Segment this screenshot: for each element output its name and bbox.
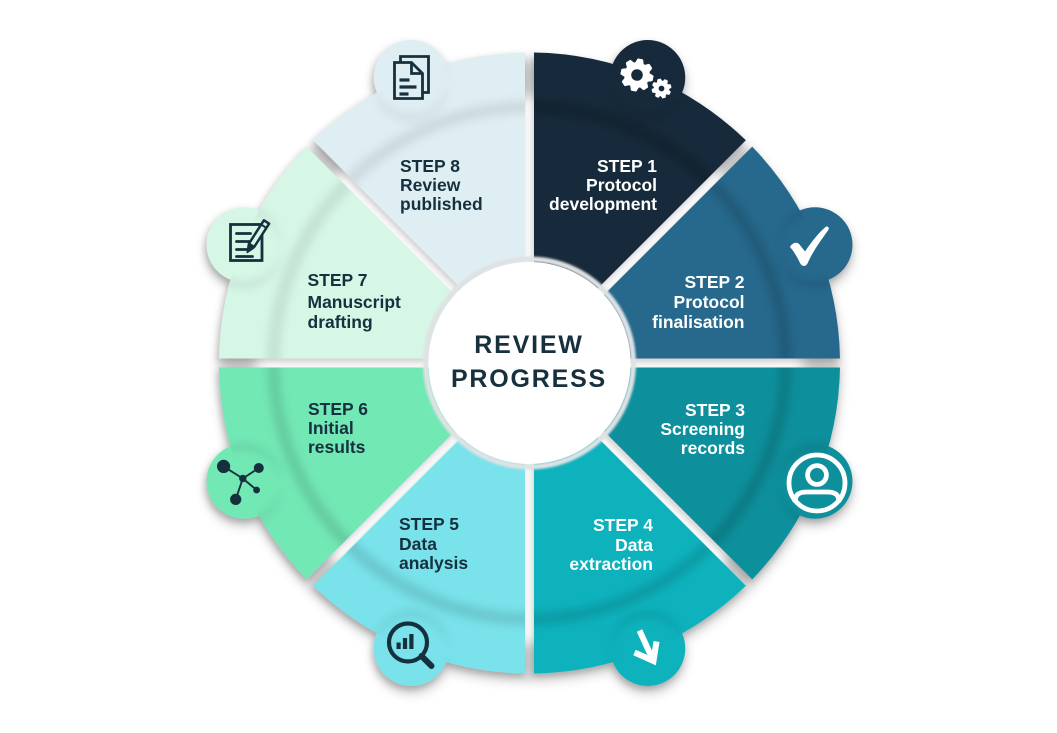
svg-text:records: records [681,438,745,458]
svg-text:REVIEW: REVIEW [474,331,583,359]
svg-text:STEP 1: STEP 1 [597,156,657,176]
svg-text:extraction: extraction [569,554,653,574]
svg-text:STEP 6: STEP 6 [308,399,368,419]
svg-text:STEP 2: STEP 2 [685,272,745,292]
svg-text:STEP 7: STEP 7 [308,270,368,290]
svg-text:STEP 8: STEP 8 [400,156,460,176]
svg-text:development: development [549,194,657,214]
svg-text:PROGRESS: PROGRESS [451,365,607,393]
svg-text:results: results [308,437,366,457]
svg-text:published: published [400,194,483,214]
svg-text:Protocol: Protocol [586,175,657,195]
svg-text:STEP 3: STEP 3 [685,400,745,420]
svg-text:STEP 5: STEP 5 [399,514,459,534]
svg-text:finalisation: finalisation [652,312,744,332]
svg-text:drafting: drafting [308,312,373,332]
svg-text:Review: Review [400,175,461,195]
svg-text:Data: Data [399,534,437,554]
svg-text:Screening: Screening [660,419,745,439]
svg-text:Initial: Initial [308,418,354,438]
svg-text:Protocol: Protocol [674,292,745,312]
svg-text:analysis: analysis [399,553,468,573]
svg-text:Manuscript: Manuscript [308,292,402,312]
svg-text:STEP 4: STEP 4 [593,515,653,535]
svg-text:Data: Data [615,535,653,555]
